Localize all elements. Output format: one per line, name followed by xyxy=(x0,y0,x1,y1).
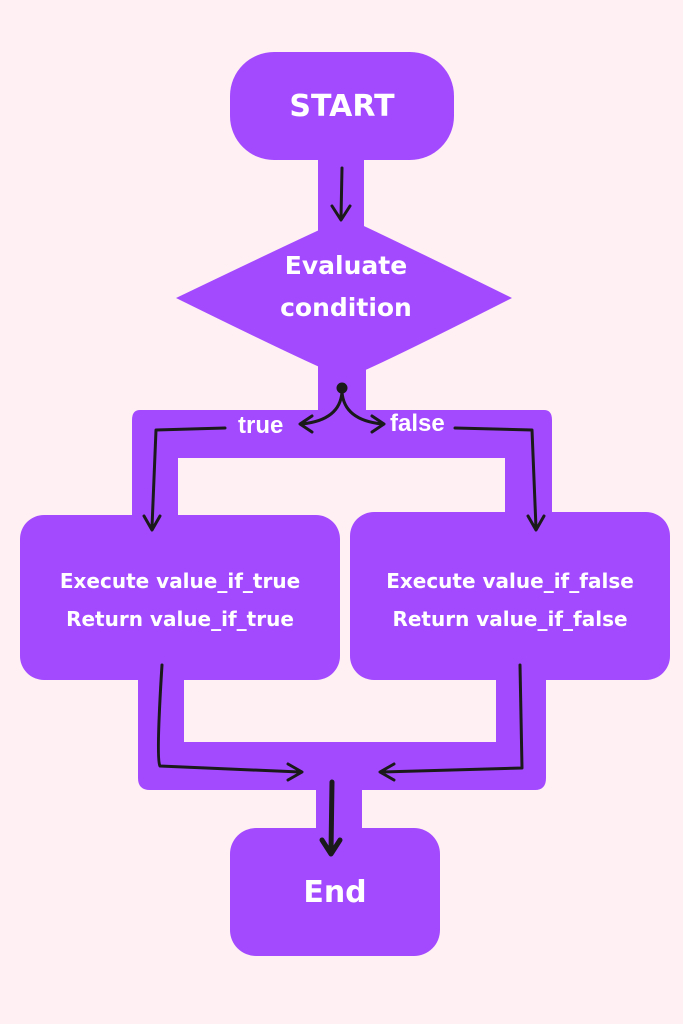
true-branch-label: Execute value_if_true Return value_if_tr… xyxy=(20,560,340,640)
arrows xyxy=(142,166,546,857)
start-label: START xyxy=(289,88,395,124)
condition-label: Evaluate condition xyxy=(226,244,466,330)
true-edge-label: true xyxy=(238,412,284,439)
false-branch-label: Execute value_if_false Return value_if_f… xyxy=(350,560,670,640)
end-label: End xyxy=(303,874,367,910)
arrow-start-to-condition xyxy=(330,166,352,222)
end-node xyxy=(230,828,440,956)
true-branch-node xyxy=(20,515,340,680)
arrow-merge-to-end xyxy=(319,779,343,857)
condition-line-2: condition xyxy=(280,293,412,322)
start-node xyxy=(230,52,454,160)
arrow-true-to-merge xyxy=(156,663,304,782)
false-branch-node xyxy=(350,512,670,680)
condition-line-1: Evaluate xyxy=(284,251,408,280)
true-branch-line-1: Execute value_if_true xyxy=(59,569,301,593)
false-branch-line-2: Return value_if_false xyxy=(392,607,628,631)
band-merge xyxy=(138,655,546,790)
condition-node xyxy=(176,218,512,378)
false-edge-label: false xyxy=(390,410,445,437)
arrow-to-false xyxy=(340,390,386,434)
true-branch-line-2: Return value_if_true xyxy=(66,607,294,631)
false-branch-line-1: Execute value_if_false xyxy=(386,569,634,593)
arrow-false-to-merge xyxy=(378,663,524,782)
band-branch xyxy=(132,410,552,522)
arrow-false-to-box xyxy=(453,426,546,532)
arrow-true-to-box xyxy=(142,426,227,532)
